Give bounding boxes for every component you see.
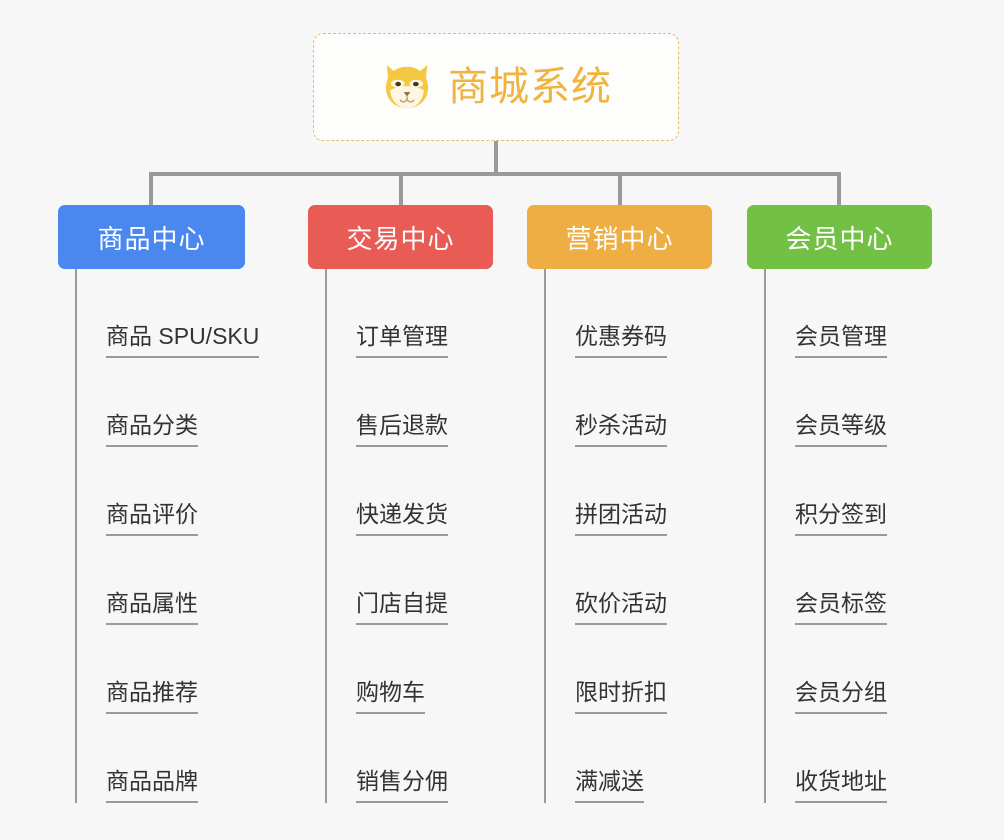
leaf-label: 秒杀活动 xyxy=(575,412,667,447)
leaf-label: 会员标签 xyxy=(795,590,887,625)
leaf-label: 砍价活动 xyxy=(575,590,667,625)
leaf-item[interactable]: 会员等级 xyxy=(764,358,887,447)
leaf-label: 商品推荐 xyxy=(106,679,198,714)
leaf-item[interactable]: 快递发货 xyxy=(325,447,448,536)
leaf-list-1: 商品 SPU/SKU 商品分类 商品评价 商品属性 商品推荐 商品品牌 xyxy=(75,269,260,803)
leaf-label: 限时折扣 xyxy=(575,679,667,714)
leaf-item[interactable]: 会员管理 xyxy=(764,269,887,358)
shiba-dog-face-icon xyxy=(385,65,429,109)
branch-header-1[interactable]: 商品中心 xyxy=(58,205,245,269)
leaf-list-3: 优惠券码 秒杀活动 拼团活动 砍价活动 限时折扣 满减送 xyxy=(544,269,667,803)
leaf-list-4: 会员管理 会员等级 积分签到 会员标签 会员分组 收货地址 xyxy=(764,269,887,803)
leaf-label: 销售分佣 xyxy=(356,768,448,803)
leaf-label: 积分签到 xyxy=(795,501,887,536)
leaf-item[interactable]: 销售分佣 xyxy=(325,714,448,803)
root-node[interactable]: 商城系统 xyxy=(313,33,679,141)
leaf-item[interactable]: 商品 SPU/SKU xyxy=(75,269,260,358)
leaf-item[interactable]: 商品属性 xyxy=(75,536,259,625)
leaf-label: 收货地址 xyxy=(795,768,887,803)
branch-column-1: 商品中心 商品 SPU/SKU 商品分类 商品评价 商品属性 商品推荐 商品品牌 xyxy=(58,205,260,803)
branch-header-3[interactable]: 营销中心 xyxy=(527,205,712,269)
leaf-label: 商品品牌 xyxy=(106,768,198,803)
root-title: 商城系统 xyxy=(448,65,612,109)
branch-column-2: 交易中心 订单管理 售后退款 快递发货 门店自提 购物车 销售分佣 xyxy=(308,205,493,803)
leaf-item[interactable]: 商品分类 xyxy=(75,358,259,447)
connector-drop-2 xyxy=(399,172,403,208)
leaf-item[interactable]: 商品推荐 xyxy=(75,625,259,714)
branch-spine-3 xyxy=(544,269,546,803)
branch-column-4: 会员中心 会员管理 会员等级 积分签到 会员标签 会员分组 收货地址 xyxy=(747,205,932,803)
leaf-label: 购物车 xyxy=(356,679,425,714)
leaf-item[interactable]: 优惠券码 xyxy=(544,269,667,358)
leaf-label: 会员等级 xyxy=(795,412,887,447)
branch-header-2[interactable]: 交易中心 xyxy=(308,205,493,269)
leaf-item[interactable]: 拼团活动 xyxy=(544,447,667,536)
branch-spine-1 xyxy=(75,269,77,803)
connector-root-stem xyxy=(494,141,498,174)
connector-drop-4 xyxy=(837,172,841,208)
branch-spine-4 xyxy=(764,269,766,803)
connector-drop-1 xyxy=(149,172,153,208)
leaf-label: 会员管理 xyxy=(795,323,887,358)
leaf-item[interactable]: 订单管理 xyxy=(325,269,448,358)
branch-header-4-label: 会员中心 xyxy=(785,223,894,254)
connector-drop-3 xyxy=(618,172,622,208)
leaf-list-2: 订单管理 售后退款 快递发货 门店自提 购物车 销售分佣 xyxy=(325,269,448,803)
connector-bus xyxy=(149,172,841,176)
leaf-label: 满减送 xyxy=(575,768,644,803)
leaf-label: 商品分类 xyxy=(106,412,198,447)
leaf-label: 商品 SPU/SKU xyxy=(106,323,260,358)
branch-header-2-label: 交易中心 xyxy=(346,223,455,254)
leaf-item[interactable]: 商品品牌 xyxy=(75,714,259,803)
branch-header-3-label: 营销中心 xyxy=(565,223,674,254)
leaf-label: 优惠券码 xyxy=(575,323,667,358)
leaf-label: 拼团活动 xyxy=(575,501,667,536)
leaf-label: 订单管理 xyxy=(356,323,448,358)
leaf-item[interactable]: 秒杀活动 xyxy=(544,358,667,447)
branch-header-4[interactable]: 会员中心 xyxy=(747,205,932,269)
leaf-item[interactable]: 门店自提 xyxy=(325,536,448,625)
leaf-item[interactable]: 积分签到 xyxy=(764,447,887,536)
leaf-item[interactable]: 砍价活动 xyxy=(544,536,667,625)
leaf-item[interactable]: 限时折扣 xyxy=(544,625,667,714)
branch-spine-2 xyxy=(325,269,327,803)
leaf-item[interactable]: 满减送 xyxy=(544,714,667,803)
leaf-item[interactable]: 收货地址 xyxy=(764,714,887,803)
leaf-item[interactable]: 商品评价 xyxy=(75,447,259,536)
leaf-item[interactable]: 购物车 xyxy=(325,625,448,714)
leaf-label: 会员分组 xyxy=(795,679,887,714)
branch-column-3: 营销中心 优惠券码 秒杀活动 拼团活动 砍价活动 限时折扣 满减送 xyxy=(527,205,712,803)
leaf-label: 商品评价 xyxy=(106,501,198,536)
leaf-label: 快递发货 xyxy=(356,501,448,536)
branch-header-1-label: 商品中心 xyxy=(97,223,206,254)
leaf-item[interactable]: 会员标签 xyxy=(764,536,887,625)
leaf-label: 售后退款 xyxy=(356,412,448,447)
leaf-label: 商品属性 xyxy=(106,590,198,625)
leaf-item[interactable]: 会员分组 xyxy=(764,625,887,714)
leaf-item[interactable]: 售后退款 xyxy=(325,358,448,447)
leaf-label: 门店自提 xyxy=(356,590,448,625)
